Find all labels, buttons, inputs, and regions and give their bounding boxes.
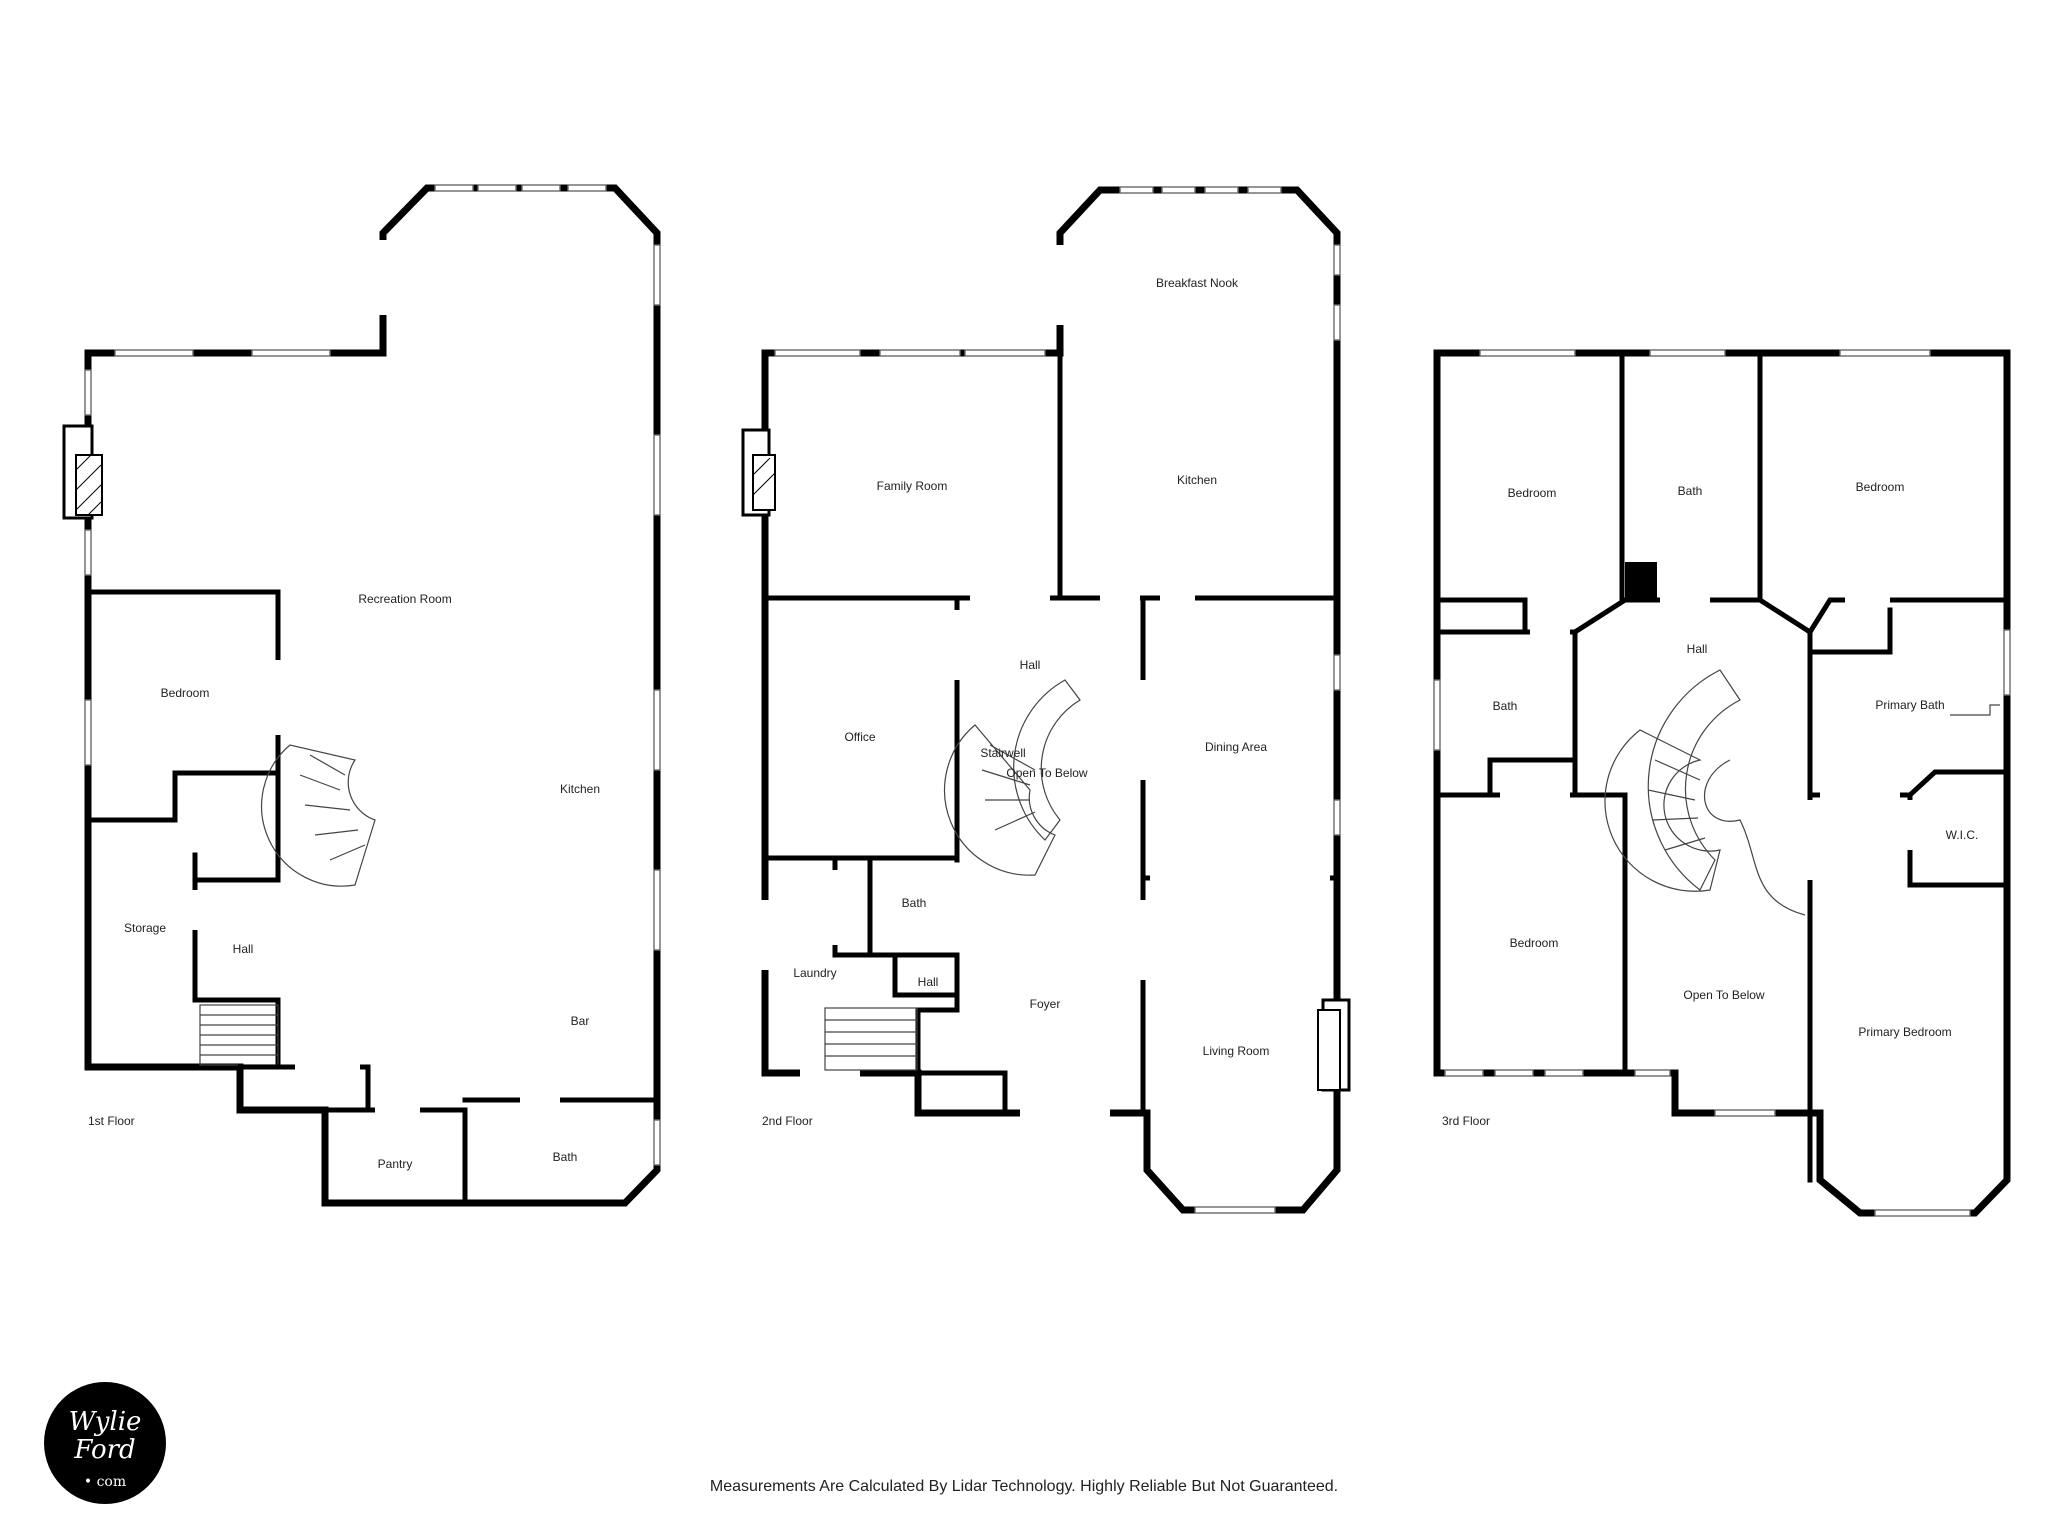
room-label: Bedroom — [1510, 936, 1559, 950]
floor-label: 3rd Floor — [1442, 1114, 1490, 1128]
room-label: Pantry — [378, 1157, 413, 1171]
room-label: Bath — [553, 1150, 578, 1164]
room-label: Primary Bedroom — [1858, 1025, 1951, 1039]
floor-label: 2nd Floor — [762, 1114, 813, 1128]
room-label: W.I.C. — [1946, 828, 1979, 842]
room-label: Bar — [571, 1014, 590, 1028]
room-label: Primary Bath — [1875, 698, 1944, 712]
room-label: Living Room — [1203, 1044, 1270, 1058]
room-label: Laundry — [793, 966, 836, 980]
room-label: Storage — [124, 921, 166, 935]
room-label: Bedroom — [161, 686, 210, 700]
floor-label: 1st Floor — [88, 1114, 135, 1128]
room-label: Bedroom — [1856, 480, 1905, 494]
room-label: Hall — [233, 942, 254, 956]
room-label: Open To Below — [1683, 988, 1764, 1002]
room-label: Stairwell — [980, 746, 1025, 760]
room-label: Bath — [1678, 484, 1703, 498]
room-label: Bath — [1493, 699, 1518, 713]
room-label: Family Room — [877, 479, 948, 493]
room-label: Kitchen — [560, 782, 600, 796]
room-label: Open To Below — [1006, 766, 1087, 780]
first-floor-plan: Recreation Room Bedroom Kitchen Storage … — [62, 184, 661, 1207]
room-label: Hall — [1020, 658, 1041, 672]
room-label: Bath — [902, 896, 927, 910]
room-label: Dining Area — [1205, 740, 1267, 754]
second-floor-plan: Breakfast Nook Family Room Kitchen Offic… — [741, 186, 1351, 1214]
room-label: Bedroom — [1508, 486, 1557, 500]
room-label: Breakfast Nook — [1156, 276, 1239, 290]
room-label: Kitchen — [1177, 473, 1217, 487]
room-label: Recreation Room — [358, 592, 451, 606]
room-label: Foyer — [1030, 997, 1061, 1011]
third-floor-plan: Bedroom Bath Bedroom Hall Bath Primary B… — [1433, 349, 2011, 1217]
room-label: Office — [844, 730, 875, 744]
room-label: Hall — [1687, 642, 1708, 656]
room-label: Hall — [918, 975, 939, 989]
disclaimer-text: Measurements Are Calculated By Lidar Tec… — [709, 1478, 1339, 1495]
